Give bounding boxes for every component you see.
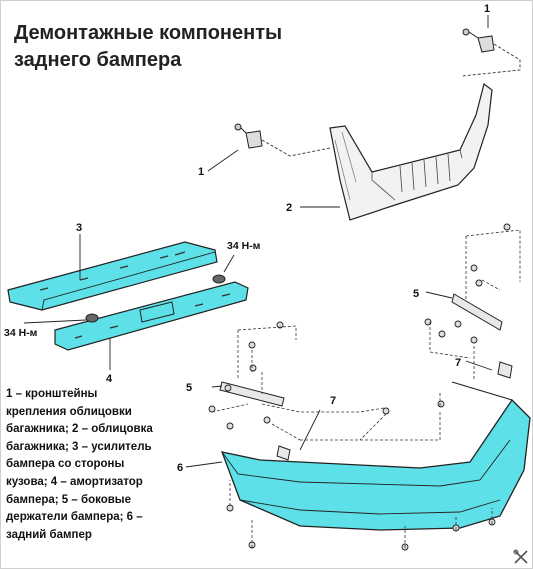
callout-1-top: 1 — [484, 3, 490, 15]
callout-1-mid: 1 — [198, 166, 204, 178]
side-holder-left — [219, 381, 285, 407]
legend-line: кузова; 4 – амортизатор — [6, 475, 143, 488]
trunk-trim-bracket-mid — [234, 123, 263, 149]
callout-7-left: 7 — [330, 395, 336, 407]
legend-line: бампера; 5 – боковые — [6, 493, 132, 506]
legend-line: багажника; 3 – усилитель — [6, 440, 152, 453]
leader-lines — [23, 15, 493, 468]
callout-7-right: 7 — [455, 357, 461, 369]
bumper-absorber — [54, 281, 249, 351]
bumper-reinforcement — [7, 241, 218, 311]
torque-label-upper: 34 Н-м — [227, 240, 261, 252]
callout-4: 4 — [106, 373, 113, 385]
title-line-1: Демонтажные компоненты — [14, 22, 283, 44]
diagram-title: Демонтажные компоненты заднего бампера — [14, 20, 314, 74]
trunk-trim-panel — [329, 82, 493, 221]
bracket-mount-guides — [261, 43, 521, 157]
legend-line: багажника; 2 – облицовка — [6, 423, 153, 436]
callout-5-right: 5 — [413, 288, 419, 300]
callout-2: 2 — [286, 202, 292, 214]
legend-line: крепления облицовки — [6, 405, 132, 418]
reinforcement-nut-upper — [212, 274, 226, 284]
reinforcement-nut-lower — [85, 313, 99, 323]
bumper-clip-left — [276, 445, 291, 461]
parts-legend: 1 – кронштейны крепления облицовки багаж… — [6, 386, 174, 544]
trunk-trim-bracket-top — [462, 28, 495, 53]
callout-3: 3 — [76, 222, 82, 234]
torque-label-lower: 34 Н-м — [4, 327, 38, 339]
tools-icon — [513, 549, 528, 564]
assembly-guides — [211, 229, 521, 548]
legend-line: держатели бампера; 6 – — [6, 511, 143, 524]
title-line-2: заднего бампера — [14, 49, 182, 71]
callout-5-left: 5 — [186, 382, 192, 394]
bumper-clip-right — [497, 361, 513, 379]
legend-line: задний бампер — [6, 528, 92, 541]
legend-line: бампера со стороны — [6, 458, 125, 471]
callout-6: 6 — [177, 462, 183, 474]
rear-bumper-cover — [220, 381, 531, 531]
legend-line: 1 – кронштейны — [6, 388, 98, 400]
side-holder-right — [451, 293, 503, 331]
